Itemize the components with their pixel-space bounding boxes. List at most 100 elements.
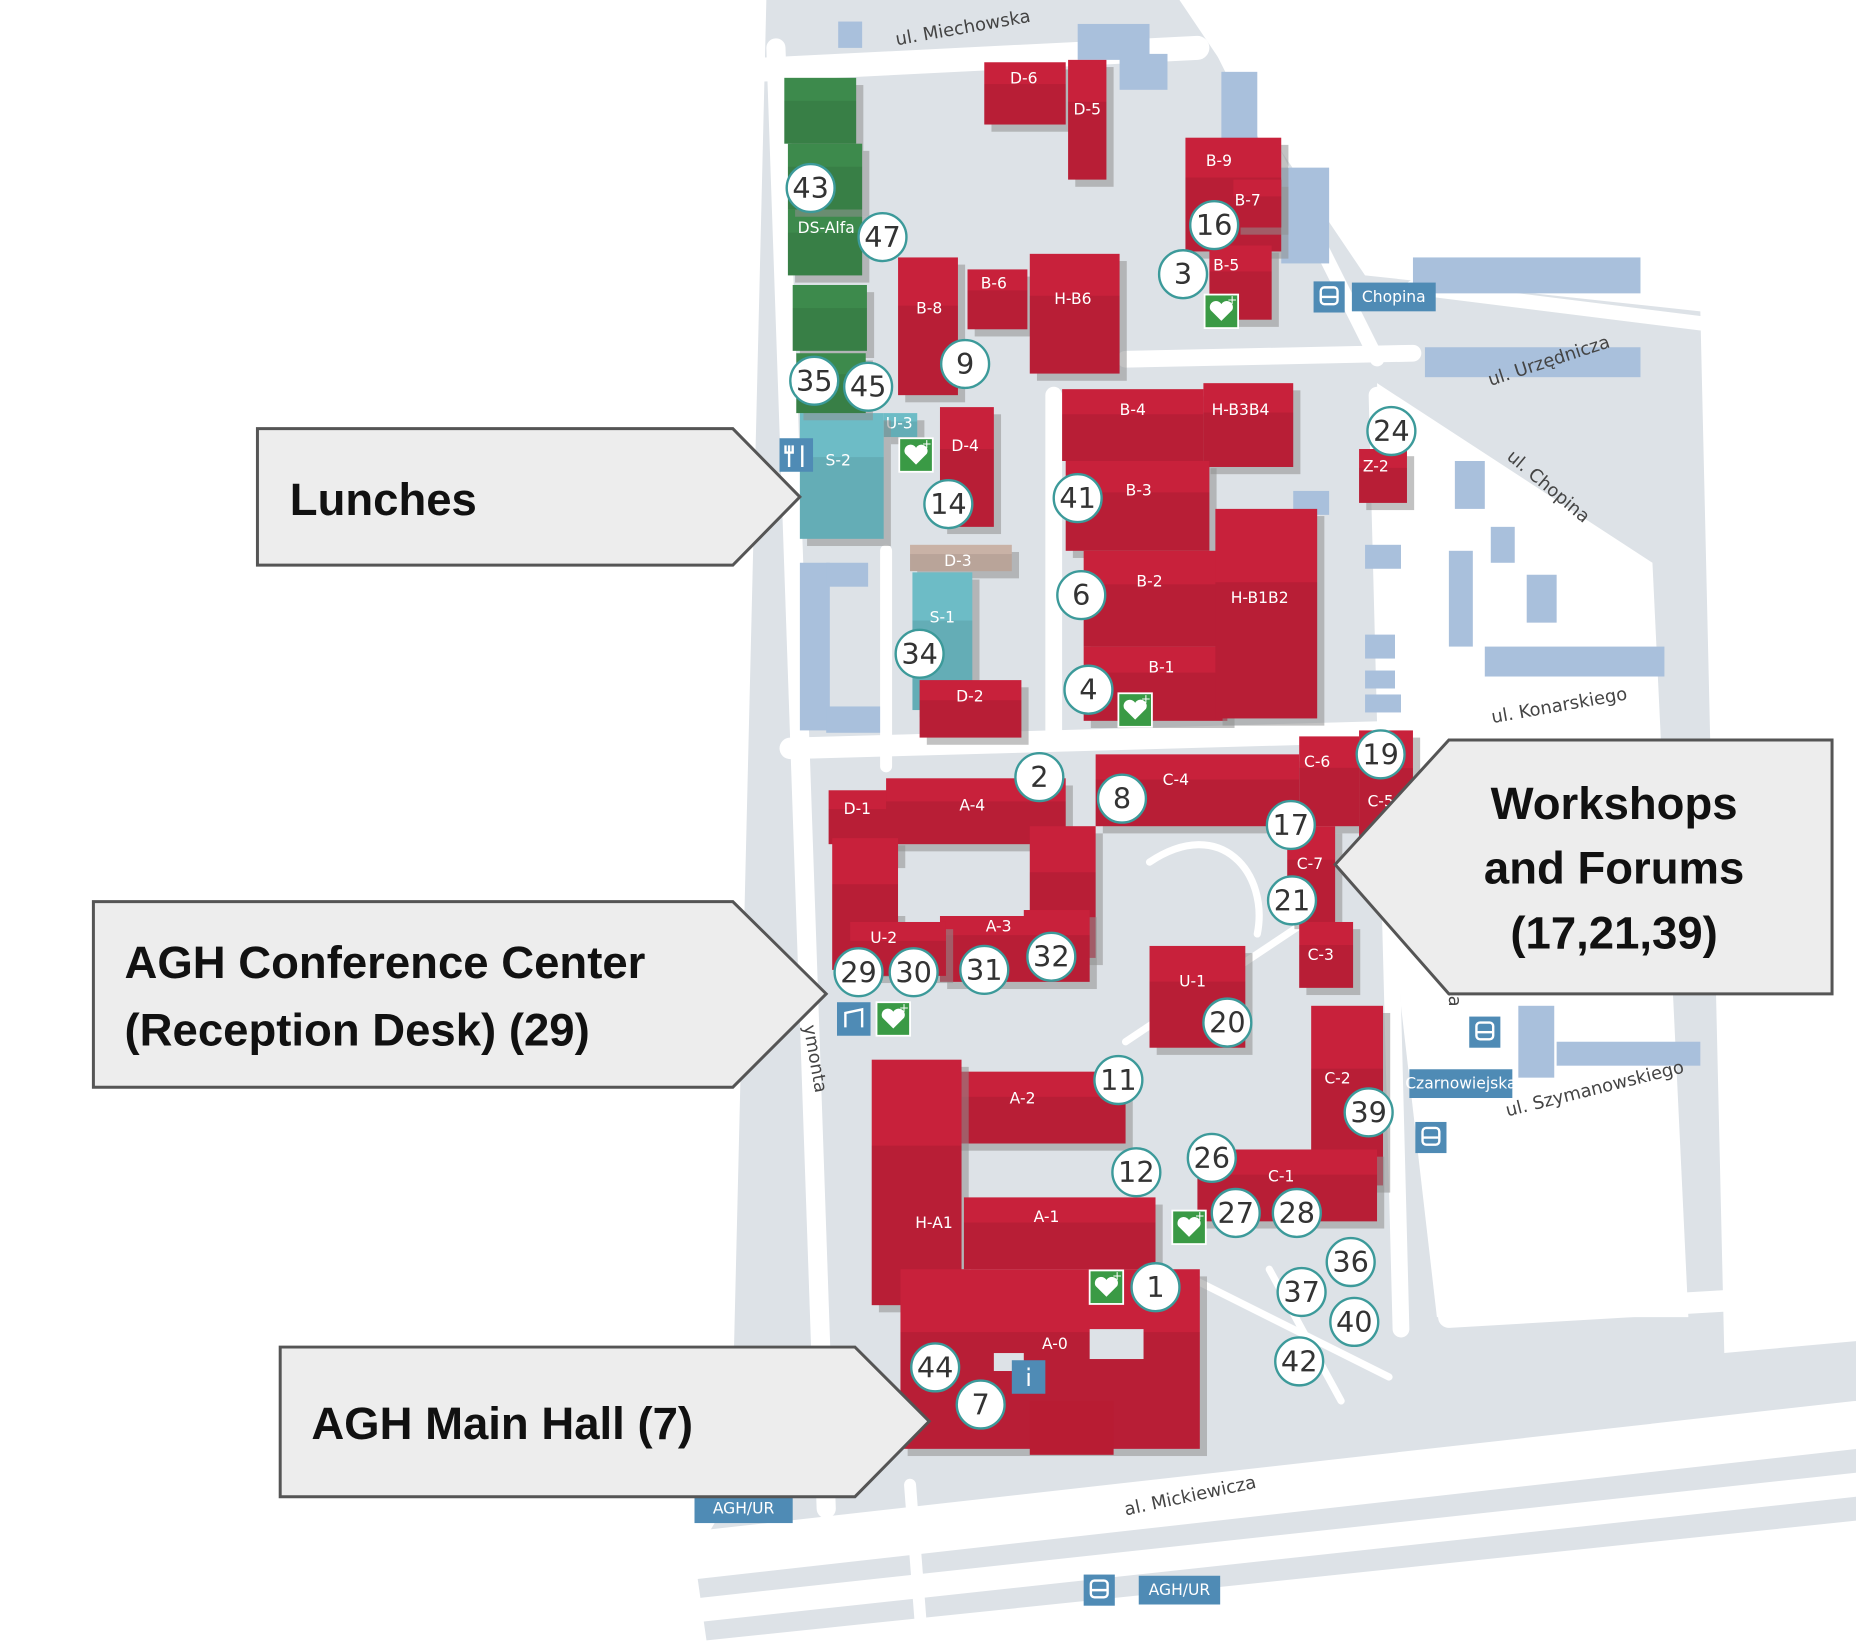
building-label: B-6 bbox=[981, 274, 1007, 292]
neighbour-building bbox=[1365, 670, 1395, 689]
building-ds-alfa[interactable]: DS-Alfa bbox=[787, 209, 870, 283]
venue-marker-43[interactable]: 43 bbox=[785, 162, 836, 214]
marker-number: 14 bbox=[930, 487, 967, 521]
marker-number: 44 bbox=[917, 1350, 954, 1384]
bus-stop-name: AGH/UR bbox=[1149, 1581, 1211, 1599]
building-b-7[interactable]: B-7 bbox=[1233, 179, 1289, 235]
neighbour-building bbox=[838, 21, 863, 48]
neighbour-building bbox=[1490, 526, 1515, 563]
building-z-2[interactable]: Z-2 bbox=[1359, 449, 1415, 511]
building-c-3[interactable]: C-3 bbox=[1299, 921, 1361, 996]
marker-number: 37 bbox=[1283, 1275, 1320, 1309]
venue-marker-42[interactable]: 42 bbox=[1274, 1336, 1325, 1387]
building-a-1[interactable]: A-1 bbox=[963, 1197, 1163, 1277]
info-icon: i bbox=[1011, 1360, 1046, 1394]
building-b-4[interactable]: B-4 bbox=[1062, 389, 1211, 469]
marker-number: 12 bbox=[1118, 1155, 1155, 1189]
building-d-3[interactable]: D-3 bbox=[910, 544, 1020, 579]
venue-marker-37[interactable]: 37 bbox=[1276, 1266, 1327, 1318]
building-d-6[interactable]: D-6 bbox=[984, 62, 1073, 132]
bus-stop-label[interactable]: AGH/UR bbox=[694, 1494, 793, 1524]
venue-marker-41[interactable]: 41 bbox=[1052, 472, 1103, 524]
venue-marker-2[interactable]: 2 bbox=[1014, 751, 1065, 803]
building-d-2[interactable]: D-2 bbox=[919, 680, 1029, 745]
venue-marker-47[interactable]: 47 bbox=[857, 211, 908, 263]
marker-number: 3 bbox=[1174, 257, 1192, 291]
neighbour-building bbox=[1424, 347, 1641, 378]
venue-marker-21[interactable]: 21 bbox=[1266, 875, 1318, 926]
building-label: H-B1B2 bbox=[1231, 589, 1289, 607]
venue-marker-24[interactable]: 24 bbox=[1366, 405, 1417, 457]
bus-icon bbox=[1415, 1121, 1447, 1154]
bus-stop-name: Chopina bbox=[1362, 288, 1426, 306]
building-b-2[interactable]: B-2 bbox=[1083, 550, 1229, 654]
building-label: C-1 bbox=[1268, 1168, 1294, 1186]
venue-marker-26[interactable]: 26 bbox=[1186, 1132, 1237, 1184]
bus-stop-name: AGH/UR bbox=[713, 1500, 775, 1518]
neighbour-building bbox=[1556, 1041, 1701, 1066]
venue-marker-40[interactable]: 40 bbox=[1329, 1296, 1380, 1348]
building-wing[interactable] bbox=[784, 77, 864, 151]
venue-marker-45[interactable]: 45 bbox=[842, 361, 894, 412]
building-label: H-B6 bbox=[1054, 290, 1091, 308]
building-label: A-1 bbox=[1034, 1208, 1060, 1226]
venue-marker-6[interactable]: 6 bbox=[1056, 569, 1107, 621]
venue-marker-14[interactable]: 14 bbox=[923, 478, 974, 530]
map-icons: ++++++i bbox=[779, 293, 1240, 1394]
venue-marker-19[interactable]: 19 bbox=[1355, 729, 1406, 780]
bus-stop-label[interactable]: AGH/UR bbox=[1138, 1575, 1221, 1605]
venue-marker-29[interactable]: 29 bbox=[833, 947, 884, 998]
venue-marker-3[interactable]: 3 bbox=[1157, 249, 1209, 300]
venue-marker-30[interactable]: 30 bbox=[888, 947, 939, 998]
venue-marker-20[interactable]: 20 bbox=[1202, 997, 1253, 1048]
building-label: B-1 bbox=[1148, 659, 1174, 677]
venue-marker-28[interactable]: 28 bbox=[1271, 1187, 1322, 1239]
building-label: A-2 bbox=[1010, 1090, 1036, 1108]
marker-number: 28 bbox=[1279, 1196, 1316, 1230]
marker-number: 31 bbox=[966, 953, 1003, 987]
building-b-6[interactable]: B-6 bbox=[967, 269, 1035, 337]
venue-marker-27[interactable]: 27 bbox=[1210, 1187, 1261, 1239]
building-label: D-5 bbox=[1074, 101, 1101, 119]
svg-text:+: + bbox=[1141, 692, 1151, 706]
venue-marker-11[interactable]: 11 bbox=[1093, 1054, 1144, 1106]
venue-marker-31[interactable]: 31 bbox=[959, 944, 1010, 996]
venue-marker-12[interactable]: 12 bbox=[1111, 1147, 1162, 1198]
building-d-5[interactable]: D-5 bbox=[1068, 59, 1114, 187]
venue-marker-8[interactable]: 8 bbox=[1096, 773, 1148, 824]
venue-marker-36[interactable]: 36 bbox=[1325, 1236, 1376, 1288]
building-label: H-A1 bbox=[915, 1214, 953, 1232]
callout-text: AGH Conference Center bbox=[125, 937, 646, 988]
venue-marker-39[interactable]: 39 bbox=[1343, 1087, 1394, 1138]
bus-stop-label[interactable]: Czarnowiejska bbox=[1405, 1069, 1517, 1099]
building-h-b6[interactable]: H-B6 bbox=[1029, 253, 1127, 381]
fork-knife-icon bbox=[779, 438, 814, 472]
venue-marker-34[interactable]: 34 bbox=[894, 628, 945, 679]
building-label: C-6 bbox=[1304, 753, 1330, 771]
building-h-b1b2[interactable]: H-B1B2 bbox=[1215, 508, 1325, 726]
venue-marker-16[interactable]: 16 bbox=[1189, 199, 1240, 251]
venue-marker-7[interactable]: 7 bbox=[955, 1379, 1006, 1430]
building-label: U-3 bbox=[886, 414, 913, 432]
marker-number: 34 bbox=[901, 637, 938, 671]
svg-text:+: + bbox=[899, 1001, 909, 1015]
marker-number: 24 bbox=[1373, 414, 1410, 448]
building-s-2[interactable]: S-2 bbox=[799, 413, 891, 547]
marker-number: 40 bbox=[1336, 1305, 1373, 1339]
building-wing[interactable] bbox=[792, 284, 875, 359]
venue-marker-32[interactable]: 32 bbox=[1026, 931, 1077, 982]
venue-marker-1[interactable]: 1 bbox=[1130, 1262, 1181, 1313]
venue-marker-17[interactable]: 17 bbox=[1265, 799, 1316, 851]
callout-text: AGH Main Hall (7) bbox=[311, 1398, 693, 1449]
callout-text: Workshops bbox=[1491, 778, 1738, 829]
venue-marker-35[interactable]: 35 bbox=[789, 355, 840, 406]
venue-marker-4[interactable]: 4 bbox=[1063, 664, 1114, 715]
marker-number: 8 bbox=[1113, 782, 1131, 816]
building-h-b3b4[interactable]: H-B3B4 bbox=[1203, 383, 1301, 475]
venue-marker-9[interactable]: 9 bbox=[939, 338, 991, 390]
bus-stop-label[interactable]: Chopina bbox=[1351, 282, 1436, 312]
neighbour-building bbox=[1484, 646, 1665, 677]
venue-marker-44[interactable]: 44 bbox=[910, 1342, 961, 1393]
